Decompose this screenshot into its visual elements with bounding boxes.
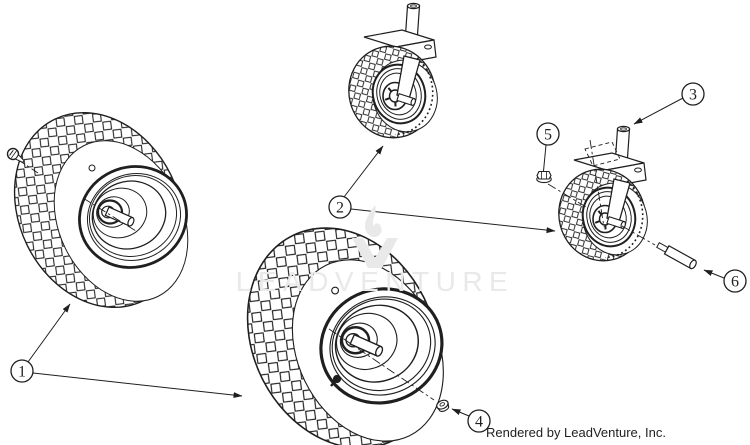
callout-2[interactable]: 2 (328, 195, 352, 219)
callout-5-label: 5 (544, 127, 552, 144)
callout-1[interactable]: 1 (10, 359, 34, 383)
watermark: LEADVENTURE (236, 205, 514, 297)
axle-screw (6, 147, 25, 164)
callout-4-label: 4 (475, 414, 483, 431)
footer-credit: Rendered by LeadVenture, Inc. (486, 425, 666, 440)
callout-6[interactable]: 6 (723, 269, 747, 293)
callout-3[interactable]: 3 (681, 82, 705, 106)
callout-2-label: 2 (336, 200, 344, 217)
valve-stem (330, 374, 342, 387)
leadventure-flame-v-logo (352, 205, 398, 268)
hidden-frame-bracket (584, 141, 621, 167)
callout-1-label: 1 (18, 364, 26, 381)
callout-3-label: 3 (689, 87, 697, 104)
shoulder-bolt-pin (656, 242, 697, 270)
leader-lines (27, 97, 725, 417)
callout-4[interactable]: 4 (467, 409, 491, 433)
stem-lock-nut (536, 170, 552, 184)
callout-6-label: 6 (731, 274, 739, 291)
push-cap-nut (436, 399, 450, 412)
watermark-text: LEADVENTURE (236, 266, 514, 297)
callout-5[interactable]: 5 (536, 122, 560, 146)
